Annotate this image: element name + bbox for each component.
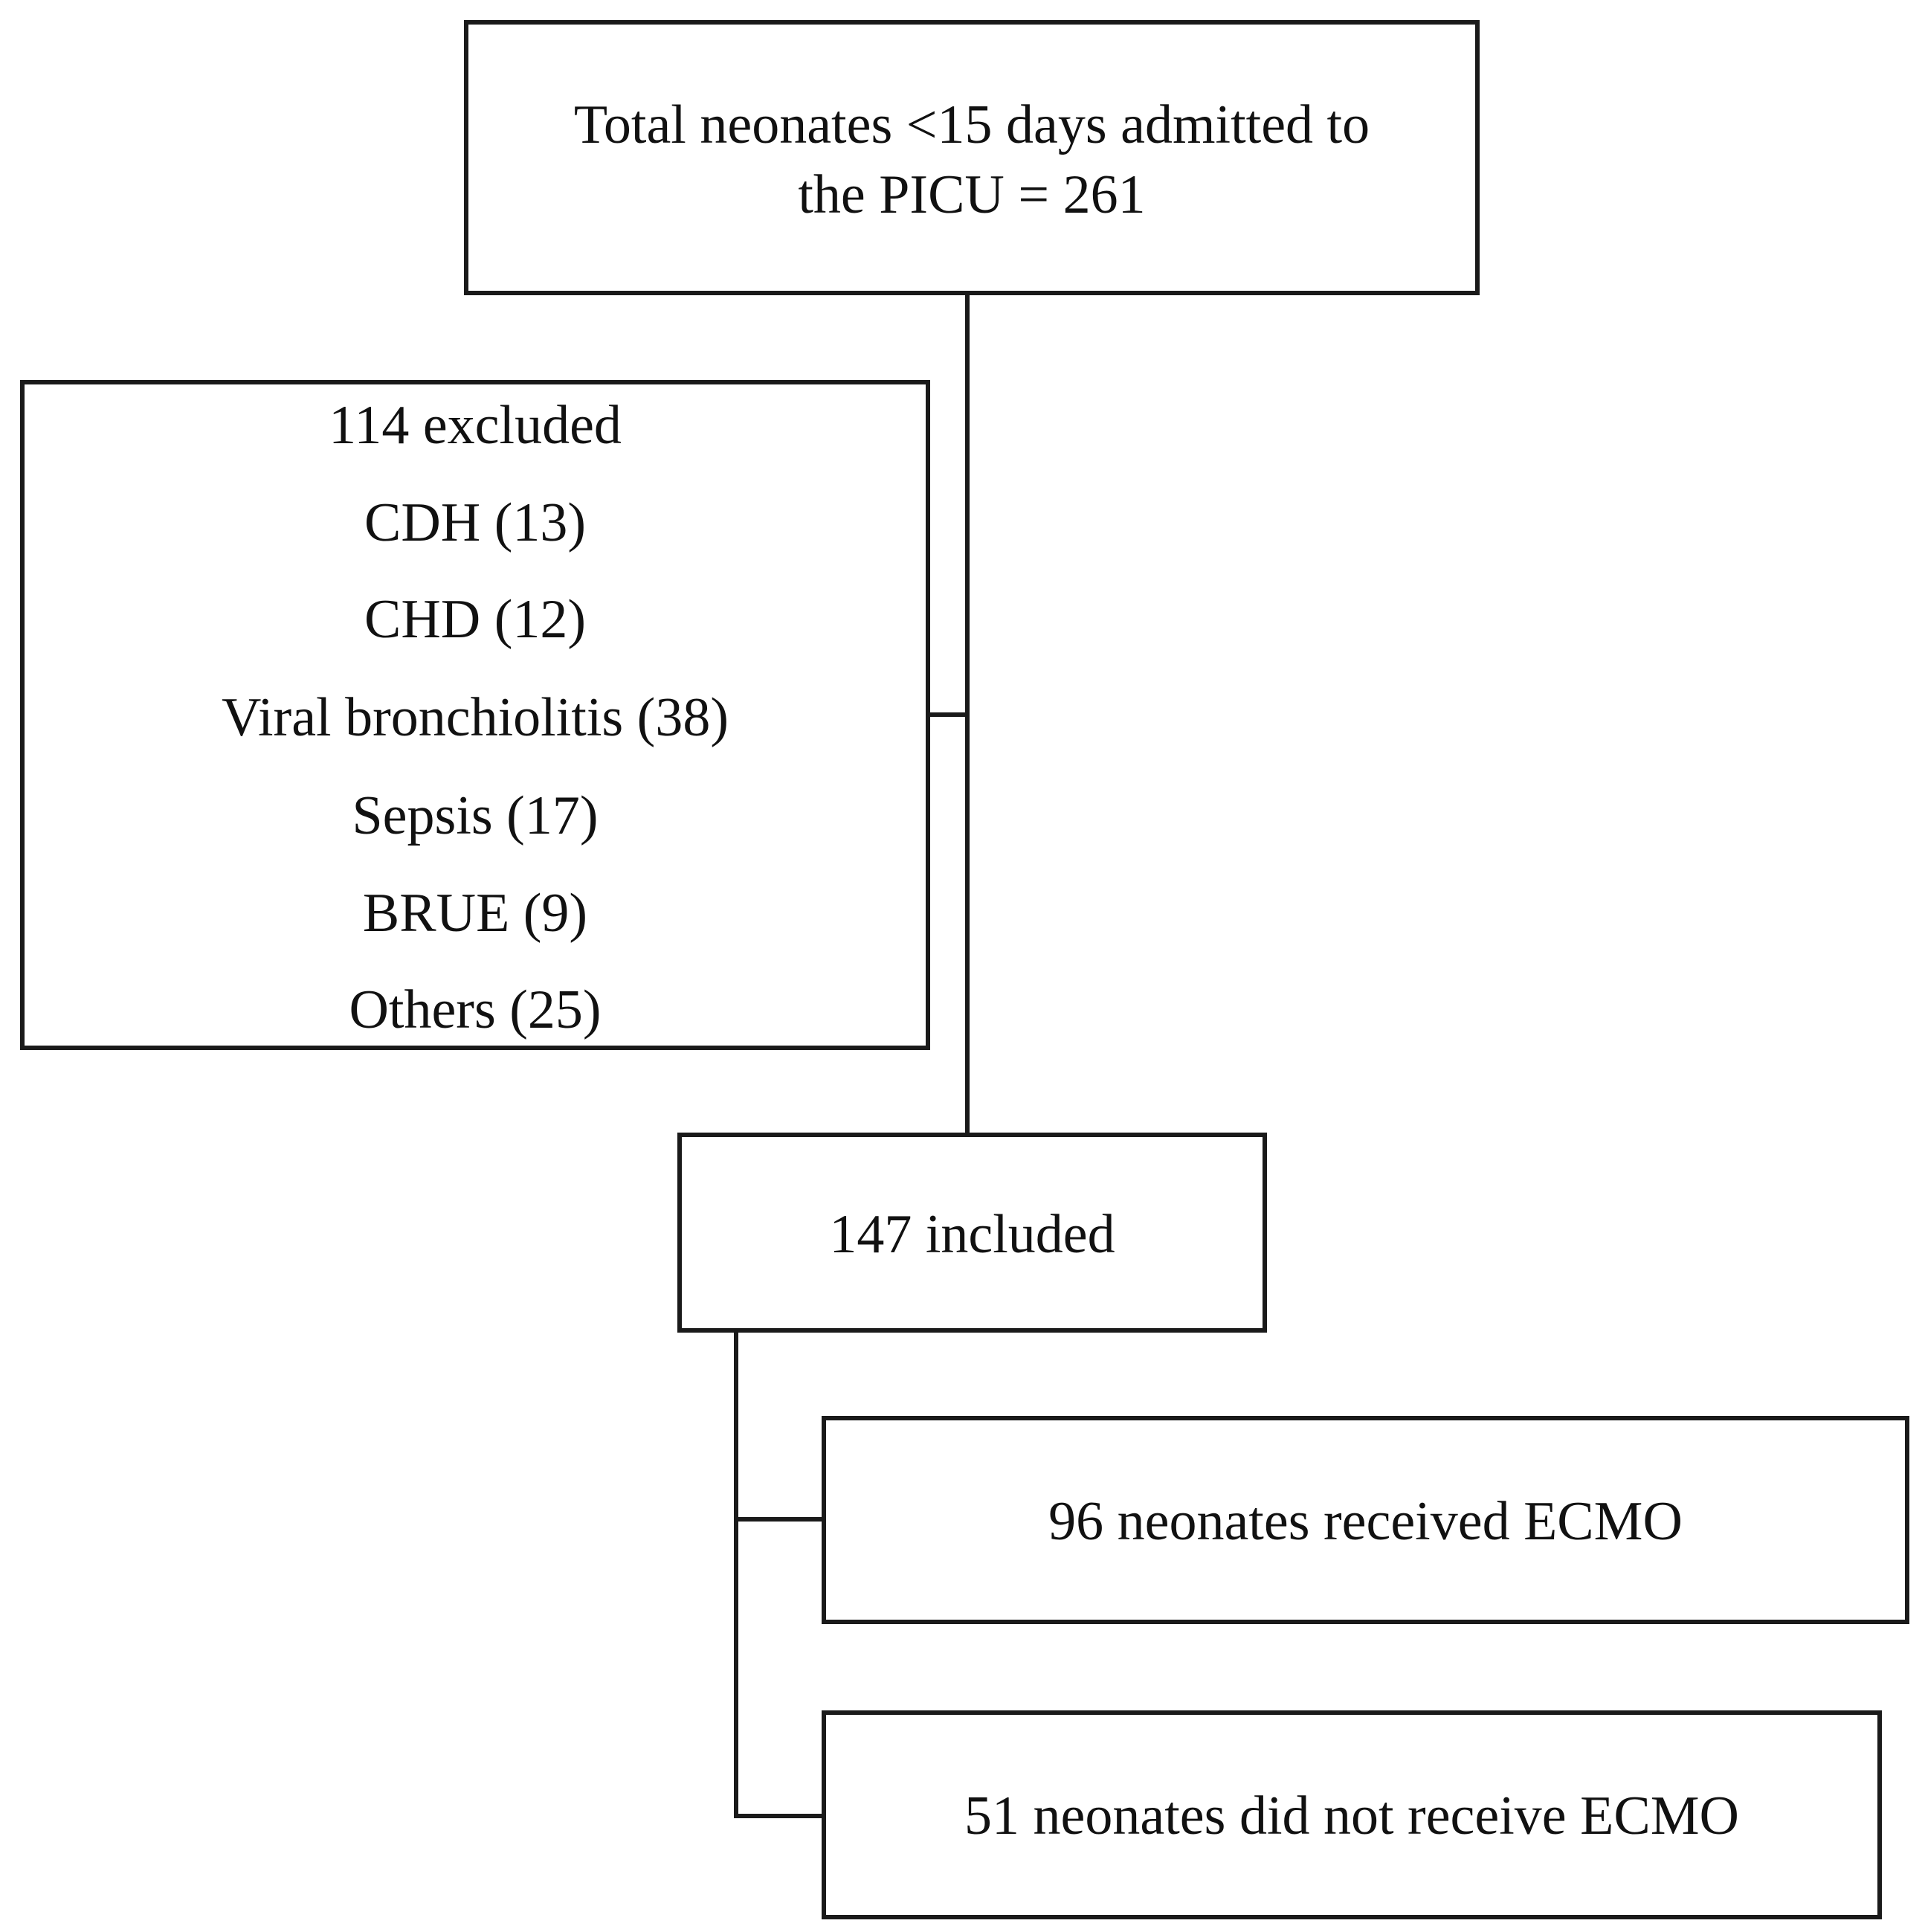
no-ecmo-label: 51 neonates did not receive ECMO [964, 1786, 1739, 1846]
connector-to-ecmo [734, 1517, 823, 1522]
total-admitted-line2: the PICU = 261 [798, 164, 1146, 225]
excluded-reason-cdh: CDH (13) [364, 492, 587, 553]
received-ecmo-label: 96 neonates received ECMO [1048, 1491, 1683, 1552]
connector-included-down [734, 1331, 738, 1818]
excluded-header: 114 excluded [329, 395, 622, 456]
included-box: 147 included [677, 1133, 1267, 1333]
connector-to-no-ecmo [734, 1814, 823, 1818]
excluded-reason-others: Others (25) [349, 979, 602, 1040]
total-admitted-line1: Total neonates <15 days admitted to [573, 94, 1370, 155]
excluded-box: 114 excluded CDH (13) CHD (12) Viral bro… [20, 380, 930, 1050]
total-admitted-box: Total neonates <15 days admitted to the … [464, 20, 1480, 295]
received-ecmo-box: 96 neonates received ECMO [822, 1416, 1909, 1624]
excluded-reason-brue: BRUE (9) [362, 883, 588, 944]
excluded-reason-chd: CHD (12) [364, 589, 587, 650]
no-ecmo-box: 51 neonates did not receive ECMO [822, 1710, 1882, 1919]
excluded-reason-sepsis: Sepsis (17) [352, 785, 599, 846]
excluded-reason-viral-bronchiolitis: Viral bronchiolitis (38) [222, 687, 729, 748]
connector-to-excluded [929, 712, 970, 717]
included-label: 147 included [829, 1204, 1115, 1265]
